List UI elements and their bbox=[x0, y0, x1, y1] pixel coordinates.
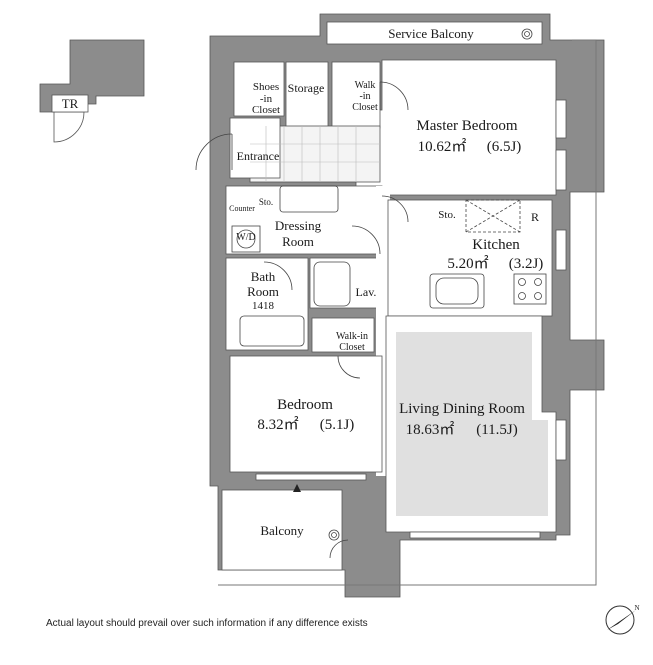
walkin-master-label-2: -in bbox=[359, 91, 370, 102]
door-swings bbox=[195, 81, 409, 559]
kitchen-area: 5.20㎡ bbox=[447, 255, 488, 272]
living-dining-label: Living Dining Room bbox=[399, 401, 525, 417]
shoes-closet-label-3: Closet bbox=[252, 104, 280, 116]
lav-label: Lav. bbox=[356, 285, 377, 299]
walkin-master-label-1: Walk bbox=[355, 80, 376, 91]
refrigerator-label: R bbox=[531, 210, 539, 224]
disclaimer-text: Actual layout should prevail over such i… bbox=[46, 618, 368, 629]
bedroom-tatami: (5.1J) bbox=[320, 417, 355, 433]
living-dining-tatami: (11.5J) bbox=[476, 422, 518, 438]
walkin-closet-label-2: Closet bbox=[339, 342, 365, 353]
wd-label: W/D bbox=[236, 232, 255, 243]
living-dining-area: 18.63㎡ bbox=[406, 421, 455, 438]
fixtures bbox=[231, 28, 547, 541]
storage-label: Storage bbox=[288, 81, 325, 95]
master-bedroom-area: 10.62㎡ bbox=[418, 138, 467, 155]
shoes-closet-label-1: Shoes bbox=[253, 81, 279, 93]
compass-icon: N bbox=[605, 604, 640, 635]
walkin-master-label-3: Closet bbox=[352, 102, 378, 113]
counter-label: Counter bbox=[229, 204, 255, 213]
shoes-closet-label-2: -in bbox=[260, 93, 273, 105]
dressing-room-label-1: Dressing bbox=[275, 218, 322, 233]
entry-arrow-icon bbox=[293, 484, 301, 492]
service-balcony-label: Service Balcony bbox=[388, 26, 474, 41]
sto-kitchen-label: Sto. bbox=[438, 209, 456, 221]
bath-room-label-2: Room bbox=[247, 284, 279, 299]
windows bbox=[255, 99, 567, 539]
room-floors bbox=[221, 21, 557, 571]
master-bedroom-tatami: (6.5J) bbox=[487, 139, 522, 155]
walkin-closet-label-1: Walk-in bbox=[336, 331, 368, 342]
dressing-room-label-2: Room bbox=[282, 234, 314, 249]
bedroom-area: 8.32㎡ bbox=[257, 416, 298, 433]
master-bedroom-label: Master Bedroom bbox=[416, 118, 518, 134]
tr-label: TR bbox=[62, 96, 79, 111]
hall-tiles bbox=[250, 126, 380, 182]
bath-room-label-3: 1418 bbox=[252, 300, 275, 312]
tr-inset bbox=[39, 39, 145, 143]
entrance-label: Entrance bbox=[237, 149, 280, 163]
bath-room-label-1: Bath bbox=[251, 269, 276, 284]
kitchen-tatami: (3.2J) bbox=[509, 256, 544, 272]
kitchen-label: Kitchen bbox=[472, 237, 520, 253]
sto-counter-label: Sto. bbox=[259, 197, 273, 207]
bedroom-label: Bedroom bbox=[277, 397, 333, 413]
compass-north-label: N bbox=[634, 604, 639, 612]
balcony-label: Balcony bbox=[260, 523, 304, 538]
